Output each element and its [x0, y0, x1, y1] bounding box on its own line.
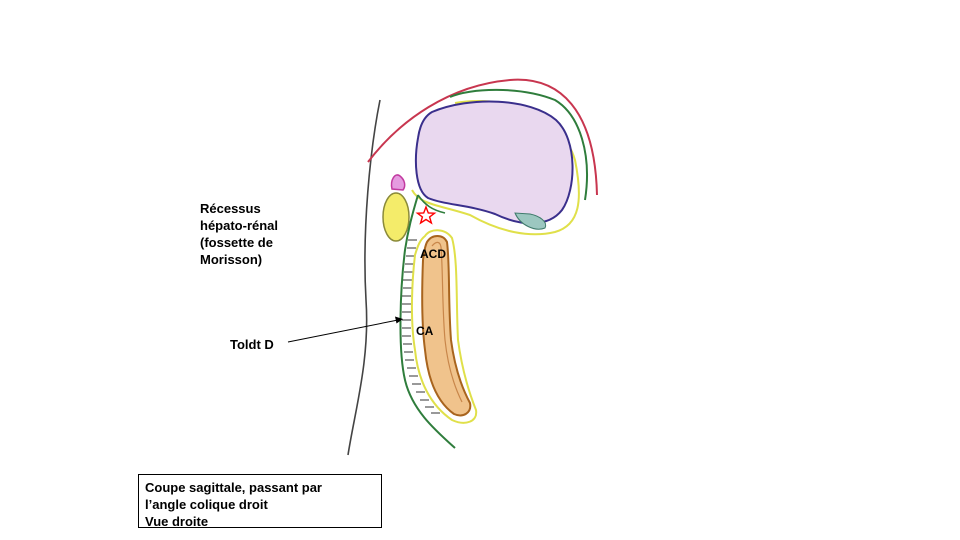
liver-shape [414, 100, 574, 225]
toldt-arrow-head [395, 316, 403, 324]
kidney-shape [382, 192, 410, 242]
ca-label: CA [416, 324, 434, 338]
toldt-fascia-hatching [402, 239, 440, 414]
colon-lumen [431, 241, 463, 403]
caption-box: Coupe sagittale, passant par l’angle col… [138, 474, 382, 529]
caption-line-2: l’angle colique droit [145, 497, 268, 512]
peritoneum-green-upper [449, 88, 588, 201]
colon-shape [421, 235, 472, 417]
caption-line-1: Coupe sagittale, passant par [145, 480, 322, 495]
teal-patch [514, 212, 547, 230]
peritoneum-green-link [417, 194, 446, 214]
peritoneum-green-posterior [399, 194, 456, 449]
peritoneum-yellow-colon [410, 229, 478, 424]
recessus-hepato-renal-label: Récessus hépato-rénal (fossette de Moris… [200, 201, 279, 267]
acd-label: ACD [420, 247, 446, 261]
posterior-wall-line [347, 99, 381, 456]
diaphragm-line [367, 78, 598, 196]
toldt-d-label: Toldt D [230, 337, 274, 352]
caption-line-3: Vue droite [145, 514, 209, 529]
star-icon [415, 205, 437, 225]
gallbladder-shape [390, 174, 406, 191]
toldt-arrow-line [287, 319, 399, 343]
